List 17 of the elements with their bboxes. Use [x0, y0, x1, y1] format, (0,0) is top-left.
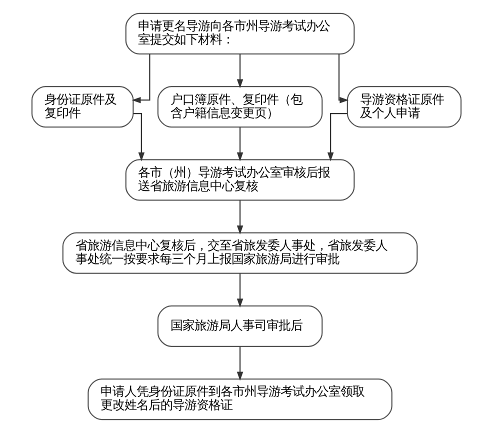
- arrow: [236, 200, 243, 234]
- arrow: [236, 126, 243, 161]
- node-box: 申请人凭身份证原件到各市州导游考试办公室领取更改姓名后的导游资格证: [87, 378, 392, 420]
- arrow: [338, 54, 348, 103]
- arrow: [132, 112, 144, 161]
- node-box: 各市（州）导游考试办公室审核后报送省旅游信息中心复核: [124, 158, 354, 200]
- node-box: 户口簿原件、复印件（包含户籍信息变更页）: [156, 86, 322, 128]
- node-box: 导游资格证原件及个人申请: [346, 86, 462, 128]
- arrow: [131, 54, 150, 103]
- arrow: [236, 346, 243, 380]
- arrow: [236, 272, 243, 308]
- arrow: [326, 112, 347, 161]
- node-box: 身份证原件及复印件: [30, 86, 134, 128]
- node-box: 国家旅游局人事司审批后: [156, 304, 322, 346]
- node-box: 申请更名导游向各市州导游考试办公室提交如下材料：: [124, 12, 354, 54]
- node-box: 省旅游信息中心复核后，交至省旅发委人事处，省旅发委人事处统一按要求每三个月上报国家旅游局进行审批: [62, 232, 418, 274]
- arrow: [236, 54, 243, 88]
